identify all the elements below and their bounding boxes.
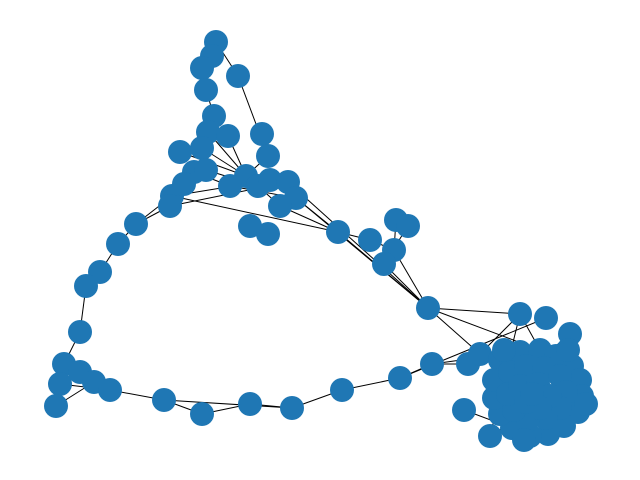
- graph-node: [152, 388, 176, 412]
- graph-node: [44, 394, 68, 418]
- node-layer: [44, 30, 598, 452]
- graph-node: [218, 174, 242, 198]
- graph-node: [256, 222, 280, 246]
- graph-node: [124, 212, 148, 236]
- graph-node: [520, 382, 544, 406]
- graph-edge: [287, 181, 429, 309]
- graph-edge: [427, 307, 521, 315]
- graph-node: [226, 64, 250, 88]
- graph-edge: [163, 399, 293, 409]
- graph-node: [168, 140, 192, 164]
- graph-node: [556, 338, 580, 362]
- graph-node: [256, 144, 280, 168]
- graph-node: [190, 136, 214, 160]
- graph-node: [258, 168, 282, 192]
- graph-node: [492, 338, 516, 362]
- graph-node: [238, 392, 262, 416]
- graph-node: [508, 302, 532, 326]
- graph-node: [68, 320, 92, 344]
- graph-node: [158, 194, 182, 218]
- graph-node: [534, 306, 558, 330]
- graph-edge: [171, 195, 339, 233]
- graph-node: [106, 232, 130, 256]
- graph-node: [216, 124, 240, 148]
- graph-node: [512, 428, 536, 452]
- graph-node: [74, 274, 98, 298]
- graph-node: [358, 228, 382, 252]
- graph-node: [190, 402, 214, 426]
- graph-node: [172, 172, 196, 196]
- graph-node: [98, 378, 122, 402]
- graph-edge: [295, 197, 429, 309]
- graph-node: [194, 158, 218, 182]
- graph-node: [388, 366, 412, 390]
- graph-node: [330, 378, 354, 402]
- graph-node: [238, 214, 262, 238]
- graph-node: [478, 424, 502, 448]
- graph-node: [372, 252, 396, 276]
- graph-node: [48, 372, 72, 396]
- graph-node: [190, 56, 214, 80]
- graph-node: [574, 392, 598, 416]
- graph-node: [514, 354, 538, 378]
- graph-node: [468, 342, 492, 366]
- graph-node: [452, 398, 476, 422]
- graph-node: [194, 78, 218, 102]
- graph-node: [268, 194, 292, 218]
- graph-node: [420, 352, 444, 376]
- graph-node: [280, 396, 304, 420]
- graph-node: [396, 214, 420, 238]
- graph-node: [326, 220, 350, 244]
- graph-node: [416, 296, 440, 320]
- graph-node: [250, 122, 274, 146]
